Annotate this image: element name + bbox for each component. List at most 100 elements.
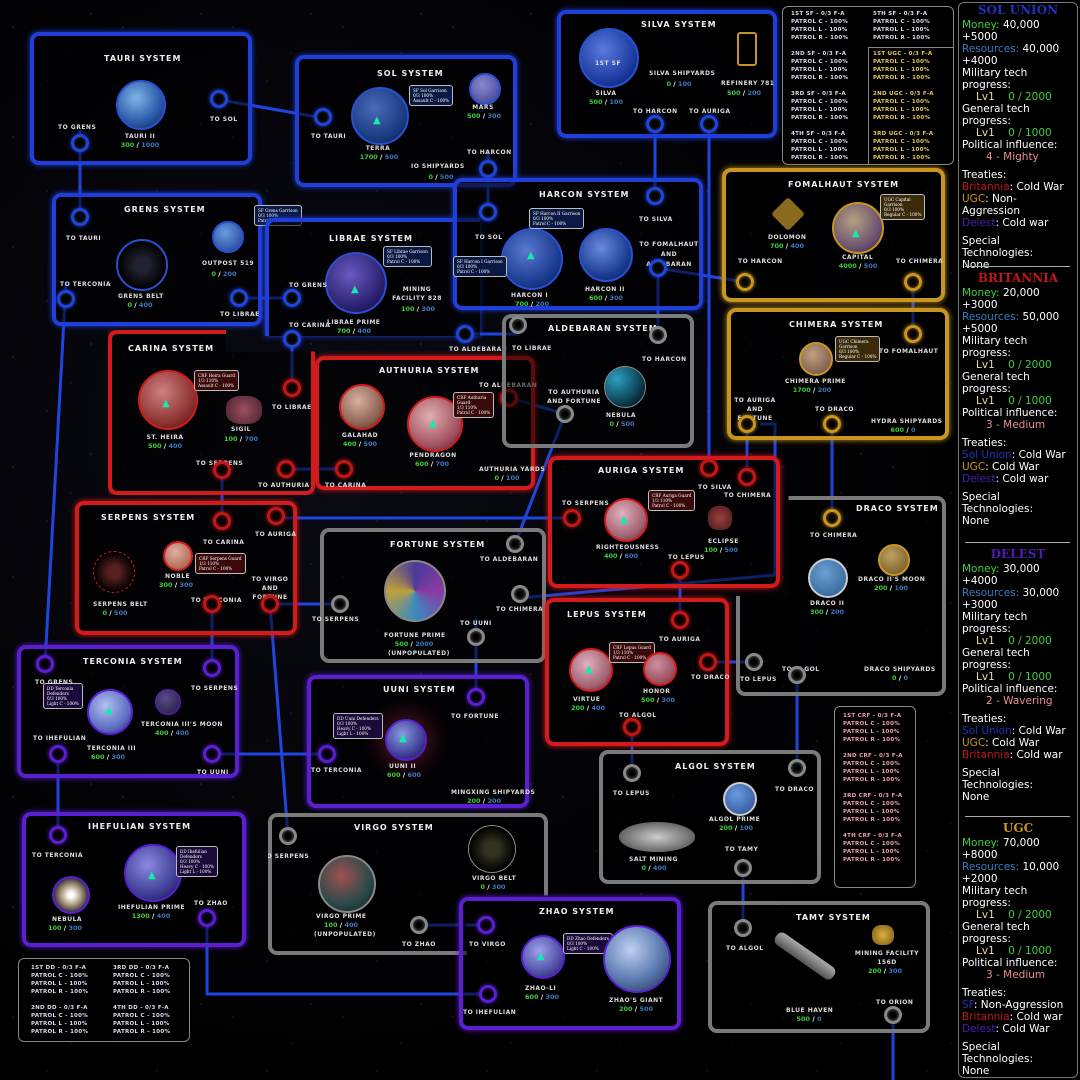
system-serpens[interactable]: Serpens System Serpens Belt 0 / 500 CRF … xyxy=(75,501,297,635)
system-silva[interactable]: Silva System 1st SF Silva 500 / 100 Silv… xyxy=(557,10,777,138)
planet-librae-prime[interactable]: ▲ xyxy=(325,252,387,314)
asteroid-virgo-belt[interactable] xyxy=(468,825,516,873)
node-algol-to-lepus[interactable] xyxy=(623,764,641,782)
system-grens[interactable]: Grens System Grens Belt 0 / 400 SF Grens… xyxy=(52,193,302,326)
fleet-entry[interactable]: 4th DD - 0/3 F-APatrol C - 100%Patrol L … xyxy=(113,1004,170,1036)
planet-draco-ii-moon[interactable] xyxy=(878,544,910,576)
fleet-entry[interactable]: 2nd UGC - 0/3 F-APatrol C - 100%Patrol L… xyxy=(873,90,934,122)
node-chimera-to-auriga-fortune[interactable] xyxy=(738,415,756,433)
planet-mars[interactable] xyxy=(469,73,501,105)
fleet-marker[interactable]: 1st SF xyxy=(595,60,622,67)
fleet-entry[interactable]: 1st SF - 0/3 F-APatrol C - 100%Patrol L … xyxy=(791,10,848,42)
planet-st-heira[interactable]: ▲ xyxy=(138,370,198,430)
planet-terra[interactable]: ▲ xyxy=(351,87,409,145)
node-harcon-to-sol[interactable] xyxy=(479,203,497,221)
planet-outpost-519[interactable] xyxy=(212,221,244,253)
node-fortune-to-serpens[interactable] xyxy=(331,595,349,613)
node-terconia-to-uuni[interactable] xyxy=(203,745,221,763)
fleet-entry[interactable]: 2nd CRF - 0/3 F-APatrol C - 100%Patrol L… xyxy=(843,752,903,784)
planet-fortune-prime[interactable] xyxy=(384,560,446,622)
nebula-aldebaran[interactable] xyxy=(604,366,646,408)
node-silva-to-auriga[interactable] xyxy=(700,115,718,133)
node-auriga-to-chimera[interactable] xyxy=(738,468,756,486)
node-terconia-to-ihefulian[interactable] xyxy=(49,745,67,763)
node-auriga-to-lepus[interactable] xyxy=(671,561,689,579)
node-aldebaran-to-harcon[interactable] xyxy=(649,326,667,344)
node-draco-to-algol[interactable] xyxy=(788,666,806,684)
node-serpens-to-terconia[interactable] xyxy=(203,595,221,613)
node-virgo-to-zhao[interactable] xyxy=(410,916,428,934)
station-dolomon-icon[interactable] xyxy=(771,197,805,231)
nebula-ihefulian[interactable] xyxy=(52,876,90,914)
planet-noble[interactable] xyxy=(163,541,193,571)
node-carina-to-authuria[interactable] xyxy=(277,460,295,478)
system-fomalhaut[interactable]: Fomalhaut System Dolomon 700 / 400 ▲ UGC… xyxy=(722,168,945,302)
planet-silva[interactable]: 1st SF xyxy=(579,28,639,88)
system-harcon[interactable]: Harcon System ▲ SF Harcon II Garrison0/3… xyxy=(453,178,703,310)
node-ihefulian-to-zhao[interactable] xyxy=(198,909,216,927)
node-carina-to-librae[interactable] xyxy=(283,379,301,397)
planet-ihefulian-prime[interactable]: ▲ xyxy=(124,844,182,902)
node-harcon-to-silva[interactable] xyxy=(646,187,664,205)
node-chimera-to-draco[interactable] xyxy=(823,415,841,433)
salt-mining-asteroid-icon[interactable] xyxy=(619,822,695,852)
node-librae-to-aldebaran[interactable] xyxy=(456,325,474,343)
asteroid-serpens-belt[interactable] xyxy=(93,551,135,593)
node-uuni-to-fortune[interactable] xyxy=(467,688,485,706)
node-terconia-to-serpens[interactable] xyxy=(203,659,221,677)
fleet-entry[interactable]: 3rd UGC - 0/3 F-APatrol C - 100%Patrol L… xyxy=(873,130,934,162)
planet-zhao-li[interactable]: ▲ xyxy=(521,935,565,979)
node-algol-to-tamy[interactable] xyxy=(734,859,752,877)
fleet-entry[interactable]: 1st DD - 0/3 F-APatrol C - 100%Patrol L … xyxy=(31,964,88,996)
node-harcon-to-fomalhaut[interactable] xyxy=(649,259,667,277)
node-librae-to-carina[interactable] xyxy=(283,330,301,348)
planet-righteousness[interactable]: ▲ xyxy=(604,498,648,542)
node-tamy-to-algol[interactable] xyxy=(734,919,752,937)
node-aldebaran-to-librae[interactable] xyxy=(509,316,527,334)
node-terconia-to-grens[interactable] xyxy=(36,655,54,673)
planet-draco-ii[interactable] xyxy=(808,558,848,598)
node-draco-to-lepus[interactable] xyxy=(745,653,763,671)
planet-virtue[interactable]: ▲ xyxy=(569,648,613,692)
node-carina-to-serpens[interactable] xyxy=(213,461,231,479)
planet-terconia-iii[interactable]: ▲ xyxy=(87,689,133,735)
node-grens-to-tauri[interactable] xyxy=(71,208,89,226)
planet-galahad[interactable] xyxy=(339,384,385,430)
planet-virgo-prime[interactable] xyxy=(318,855,376,913)
system-authuria[interactable]: Authuria System Galahad 400 / 500 ▲ CRF … xyxy=(315,356,545,490)
fleet-entry[interactable]: 4th CRF - 0/3 F-APatrol C - 100%Patrol L… xyxy=(843,832,903,864)
node-lepus-to-algol[interactable] xyxy=(623,718,641,736)
node-fomalhaut-to-harcon[interactable] xyxy=(736,273,754,291)
node-auriga-to-silva[interactable] xyxy=(700,459,718,477)
node-librae-to-grens[interactable] xyxy=(283,289,301,307)
node-zhao-to-virgo[interactable] xyxy=(477,916,495,934)
fleet-entry[interactable]: 3rd DD - 0/3 F-APatrol C - 100%Patrol L … xyxy=(113,964,170,996)
node-serpens-to-auriga[interactable] xyxy=(267,507,285,525)
node-auriga-to-serpens[interactable] xyxy=(563,509,581,527)
mining-facility-icon[interactable] xyxy=(872,925,894,945)
planet-zhaos-giant[interactable] xyxy=(603,925,671,993)
node-fortune-to-aldebaran[interactable] xyxy=(506,535,524,553)
node-lepus-to-draco[interactable] xyxy=(699,653,717,671)
node-fomalhaut-to-chimera[interactable] xyxy=(904,273,922,291)
fleet-entry[interactable]: 3rd CRF - 0/3 F-APatrol C - 100%Patrol L… xyxy=(843,792,903,824)
planet-capital[interactable]: ▲ xyxy=(832,202,884,254)
planet-honor[interactable] xyxy=(643,652,677,686)
node-algol-to-draco[interactable] xyxy=(788,759,806,777)
system-algol[interactable]: Algol System Algol Prime 200 / 100 Salt … xyxy=(599,750,821,884)
node-ihefulian-to-terconia[interactable] xyxy=(49,826,67,844)
planet-tauri-ii[interactable] xyxy=(116,80,166,130)
node-uuni-to-terconia[interactable] xyxy=(318,745,336,763)
node-virgo-to-serpens[interactable] xyxy=(279,827,297,845)
node-zhao-to-ihefulian[interactable] xyxy=(479,985,497,1003)
node-tamy-to-orion[interactable] xyxy=(884,1006,902,1024)
node-authuria-to-carina[interactable] xyxy=(335,460,353,478)
system-draco[interactable]: Draco System Draco II 300 / 200 Draco II… xyxy=(736,496,946,696)
node-tauri-to-sol[interactable] xyxy=(210,90,228,108)
fleet-entry[interactable]: 3rd SF - 0/3 F-APatrol C - 100%Patrol L … xyxy=(791,90,848,122)
fleet-entry[interactable]: 2nd DD - 0/3 F-APatrol C - 100%Patrol L … xyxy=(31,1004,88,1036)
